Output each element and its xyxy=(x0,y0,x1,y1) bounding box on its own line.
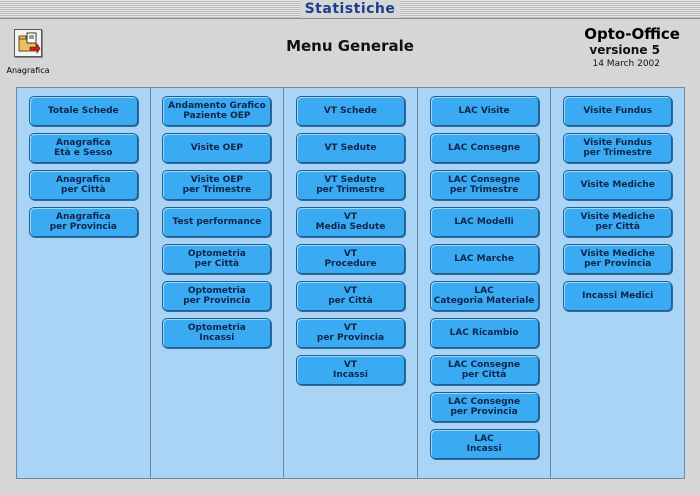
menu-button-visite-oep[interactable]: Visite OEP xyxy=(162,133,272,163)
app-date: 14 March 2002 xyxy=(592,59,660,69)
menu-button-vt-incassi[interactable]: VT Incassi xyxy=(295,355,405,385)
menu-button-lac-consegne-per-città[interactable]: LAC Consegne per Città xyxy=(429,355,539,385)
menu-column-optometria: Andamento Grafico Paziente OEP Visite OEP… xyxy=(151,88,285,478)
menu-button-lac-consegne[interactable]: LAC Consegne xyxy=(429,133,539,163)
menu-button-lac-marche[interactable]: LAC Marche xyxy=(429,244,539,274)
menu-button-lac-modelli[interactable]: LAC Modelli xyxy=(429,207,539,237)
title-bar: Statistiche xyxy=(0,0,700,19)
menu-button-optometria-incassi[interactable]: Optometria Incassi xyxy=(162,318,272,348)
menu-button-vt-procedure[interactable]: VT Procedure xyxy=(295,244,405,274)
menu-button-vt-sedute[interactable]: VT Sedute xyxy=(295,133,405,163)
menu-button-vt-per-città[interactable]: VT per Città xyxy=(295,281,405,311)
menu-button-lac-consegne-per-provincia[interactable]: LAC Consegne per Provincia xyxy=(429,392,539,422)
menu-button-visite-mediche-per-provincia[interactable]: Visite Mediche per Provincia xyxy=(563,244,673,274)
window-title: Statistiche xyxy=(300,0,400,18)
menu-button-anagrafica-per-provincia[interactable]: Anagrafica per Provincia xyxy=(28,207,138,237)
app-version: versione 5 xyxy=(589,43,660,57)
menu-button-visite-fundus-per-trimestre[interactable]: Visite Fundus per Trimestre xyxy=(563,133,673,163)
menu-button-optometria-per-provincia[interactable]: Optometria per Provincia xyxy=(162,281,272,311)
menu-button-vt-schede[interactable]: VT Schede xyxy=(295,96,405,126)
menu-button-andamento-grafico-paziente-oep[interactable]: Andamento Grafico Paziente OEP xyxy=(162,96,272,126)
menu-button-test-performance[interactable]: Test performance xyxy=(162,207,272,237)
anagrafica-button[interactable]: Anagrafica xyxy=(6,29,50,85)
menu-button-lac-ricambio[interactable]: LAC Ricambio xyxy=(429,318,539,348)
menu-button-vt-per-provincia[interactable]: VT per Provincia xyxy=(295,318,405,348)
menu-button-incassi-medici[interactable]: Incassi Medici xyxy=(563,281,673,311)
header: Anagrafica Menu Generale Opto-Office ver… xyxy=(0,19,700,79)
app-name: Opto-Office xyxy=(584,25,680,43)
menu-button-visite-oep-per-trimestre[interactable]: Visite OEP per Trimestre xyxy=(162,170,272,200)
menu-column-vt: VT Schede VT Sedute VT Sedute per Trimestr… xyxy=(284,88,418,478)
anagrafica-icon xyxy=(14,29,42,57)
menu-button-anagrafica-età-e-sesso[interactable]: Anagrafica Età e Sesso xyxy=(28,133,138,163)
menu-button-lac-incassi[interactable]: LAC Incassi xyxy=(429,429,539,459)
menu-button-visite-fundus[interactable]: Visite Fundus xyxy=(563,96,673,126)
anagrafica-label: Anagrafica xyxy=(6,66,50,75)
menu-button-lac-categoria-materiale[interactable]: LAC Categoria Materiale xyxy=(429,281,539,311)
menu-button-vt-media-sedute[interactable]: VT Media Sedute xyxy=(295,207,405,237)
menu-button-optometria-per-città[interactable]: Optometria per Città xyxy=(162,244,272,274)
menu-button-vt-sedute-per-trimestre[interactable]: VT Sedute per Trimestre xyxy=(295,170,405,200)
menu-button-anagrafica-per-città[interactable]: Anagrafica per Città xyxy=(28,170,138,200)
menu-button-visite-mediche-per-città[interactable]: Visite Mediche per Città xyxy=(563,207,673,237)
menu-button-visite-mediche[interactable]: Visite Mediche xyxy=(563,170,673,200)
page-title: Menu Generale xyxy=(286,37,414,55)
menu-button-totale-schede[interactable]: Totale Schede xyxy=(28,96,138,126)
menu-button-lac-consegne-per-trimestre[interactable]: LAC Consegne per Trimestre xyxy=(429,170,539,200)
menu-button-lac-visite[interactable]: LAC Visite xyxy=(429,96,539,126)
